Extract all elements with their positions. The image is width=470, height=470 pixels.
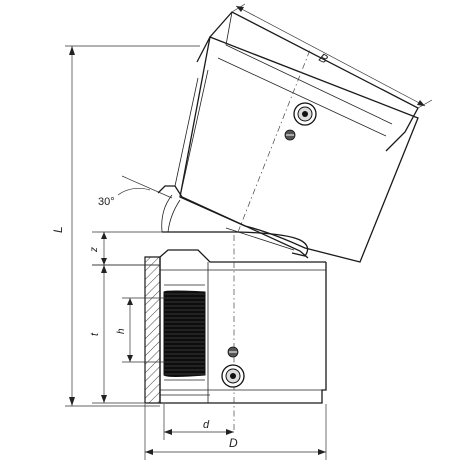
dimension-label-z: z <box>89 247 100 253</box>
dimension-label-d: d <box>203 419 210 431</box>
dimension-L: L <box>51 45 200 407</box>
internal-thread <box>163 284 206 381</box>
dimension-label-h: h <box>116 328 127 334</box>
dimension-label-B: B <box>317 50 331 66</box>
dimension-h: h <box>116 297 166 363</box>
screw-terminal-icon <box>221 364 245 388</box>
dimension-label-t: t <box>89 332 101 336</box>
dimension-label-D: D <box>229 436 238 450</box>
indicator-pin-icon <box>284 129 296 141</box>
center-lines <box>233 49 311 430</box>
dimension-angle: 30° <box>98 175 173 208</box>
upper-angled-body <box>157 11 419 263</box>
dimension-B: B <box>231 3 433 109</box>
angle-label: 30° <box>98 196 115 208</box>
dimension-t: t <box>89 264 160 404</box>
dimension-d: d <box>163 404 234 440</box>
dimension-D: D <box>144 404 327 460</box>
indicator-pin-icon <box>227 346 239 358</box>
screw-terminal-icon <box>293 102 317 126</box>
wall-section-hatch <box>144 256 161 404</box>
dimension-label-L: L <box>51 226 65 233</box>
